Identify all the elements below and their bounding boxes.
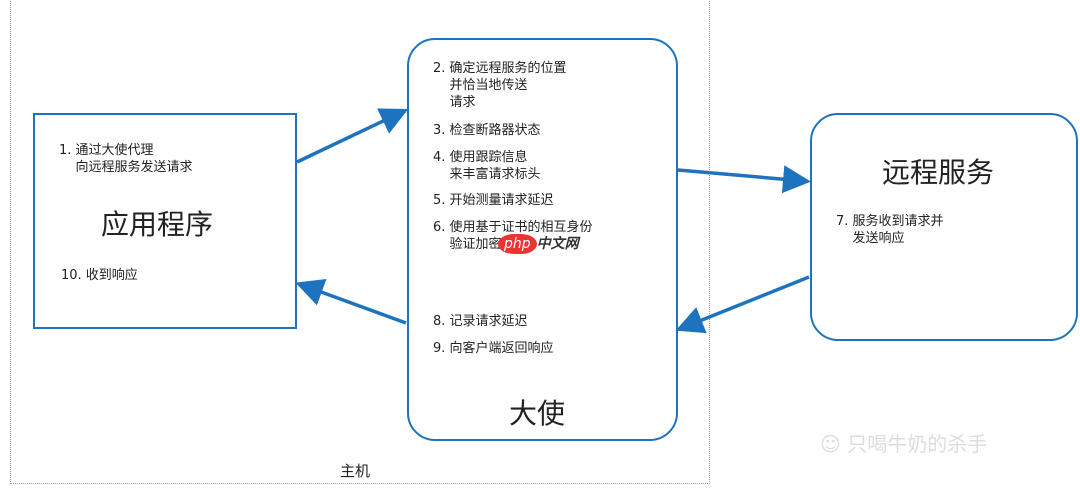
step-6: 6. 使用基于证书的相互身份 验证加密 xyxy=(433,220,593,252)
wechat-watermark: ☺ 只喝牛奶的杀手 xyxy=(820,432,988,456)
step-9: 9. 向客户端返回响应 xyxy=(433,341,554,356)
step-1: 1. 通过大使代理 向远程服务发送请求 xyxy=(59,143,193,175)
step-5: 5. 开始测量请求延迟 xyxy=(433,193,554,208)
remote-service-box: 远程服务 7. 服务收到请求并 发送响应 xyxy=(810,113,1078,341)
application-box: 1. 通过大使代理 向远程服务发送请求 应用程序 10. 收到响应 xyxy=(33,113,297,329)
step-7: 7. 服务收到请求并 发送响应 xyxy=(836,214,944,246)
step-3: 3. 检查断路器状态 xyxy=(433,123,541,138)
wechat-icon: ☺ xyxy=(820,432,848,456)
ambassador-title: 大使 xyxy=(509,397,566,430)
remote-service-title: 远程服务 xyxy=(882,156,995,189)
arrow-ambassador-to-remote xyxy=(677,165,811,194)
application-title: 应用程序 xyxy=(101,208,214,241)
step-4: 4. 使用跟踪信息 来丰富请求标头 xyxy=(433,150,541,182)
ambassador-box: 2. 确定远程服务的位置 并恰当地传送 请求 3. 检查断路器状态 4. 使用跟… xyxy=(407,38,678,441)
step-2: 2. 确定远程服务的位置 并恰当地传送 请求 xyxy=(433,61,567,110)
host-label: 主机 xyxy=(340,462,371,480)
arrow-ambassador-to-app xyxy=(295,279,407,325)
host-boundary xyxy=(10,0,710,484)
arrow-remote-to-ambassador xyxy=(675,275,810,334)
step-8: 8. 记录请求延迟 xyxy=(433,314,528,329)
arrow-app-to-ambassador xyxy=(296,108,409,164)
step-10: 10. 收到响应 xyxy=(61,268,138,283)
